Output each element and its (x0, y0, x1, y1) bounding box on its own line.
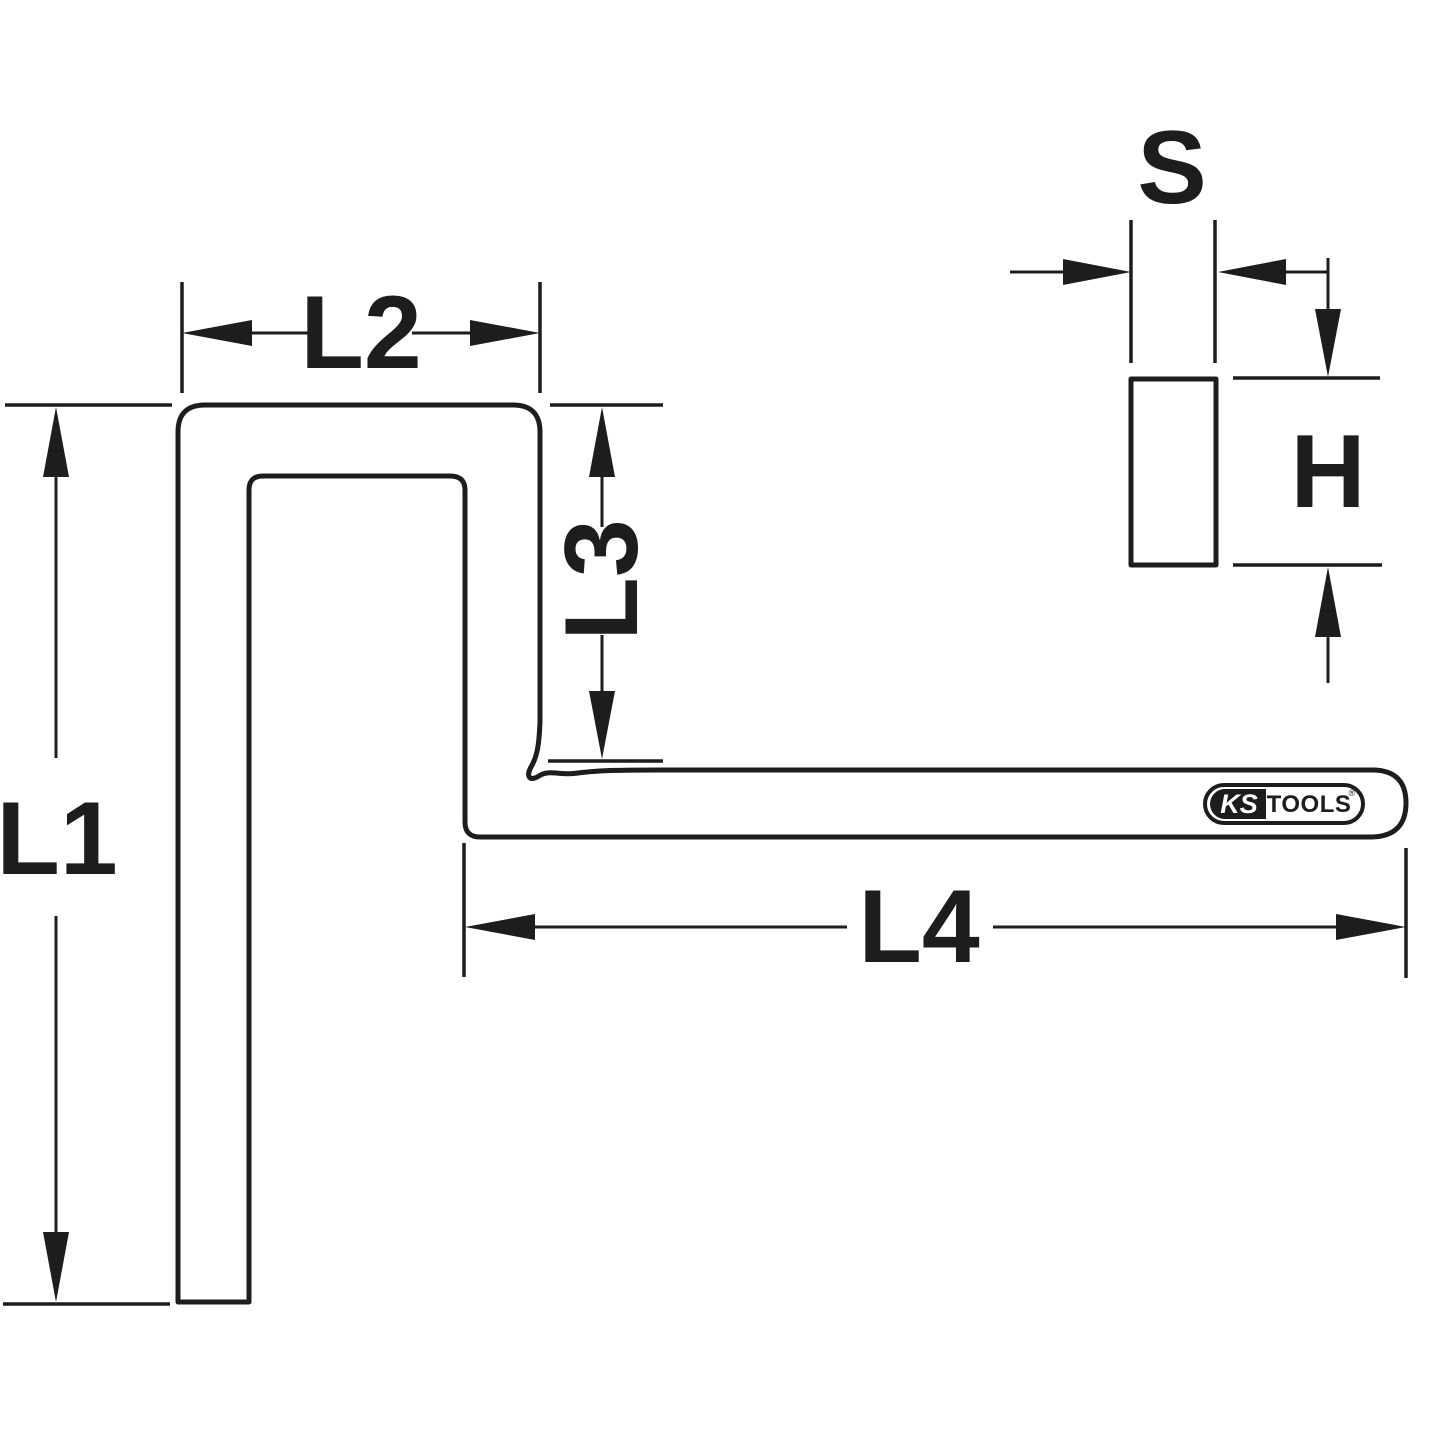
cross-section-rect (1128, 376, 1219, 568)
logo-ks-black-field (1210, 789, 1266, 819)
dimension-l2: L2 (180, 275, 542, 393)
logo-ks-text: KS (1220, 789, 1258, 819)
cross-section (1128, 376, 1219, 568)
h-arrowhead-bottom (1315, 567, 1341, 637)
dimension-l1: L1 (0, 403, 172, 1306)
l4-label: L4 (858, 869, 980, 985)
l1-arrowhead-top (43, 407, 69, 477)
dimension-l3: L3 (544, 403, 663, 763)
l4-arrowhead-left (465, 914, 535, 940)
l2-arrowhead-left (182, 320, 252, 346)
dimension-h: H (1233, 258, 1382, 683)
s-arrowhead-right (1218, 259, 1286, 285)
l2-label: L2 (300, 275, 421, 391)
s-arrowhead-left (1063, 259, 1131, 285)
l4-arrowhead-right (1336, 914, 1406, 940)
l2-arrowhead-right (470, 320, 540, 346)
logo-tools-text: TOOLS (1267, 791, 1352, 818)
l1-label: L1 (0, 781, 118, 897)
s-label: S (1137, 110, 1206, 226)
dimension-s: S (1010, 110, 1328, 363)
tool-outline-path (175, 402, 1409, 1305)
logo-registered-mark: ® (1349, 788, 1356, 798)
dimension-l4: L4 (462, 843, 1408, 985)
l1-arrowhead-bottom (43, 1232, 69, 1302)
l3-label: L3 (544, 519, 660, 640)
tool-profile (175, 402, 1409, 1305)
l3-arrowhead-bottom (589, 691, 615, 759)
l3-arrowhead-top (589, 407, 615, 477)
h-label: H (1290, 414, 1365, 530)
h-arrowhead-top (1315, 309, 1341, 377)
ks-tools-logo: KS TOOLS ® (1203, 783, 1365, 825)
